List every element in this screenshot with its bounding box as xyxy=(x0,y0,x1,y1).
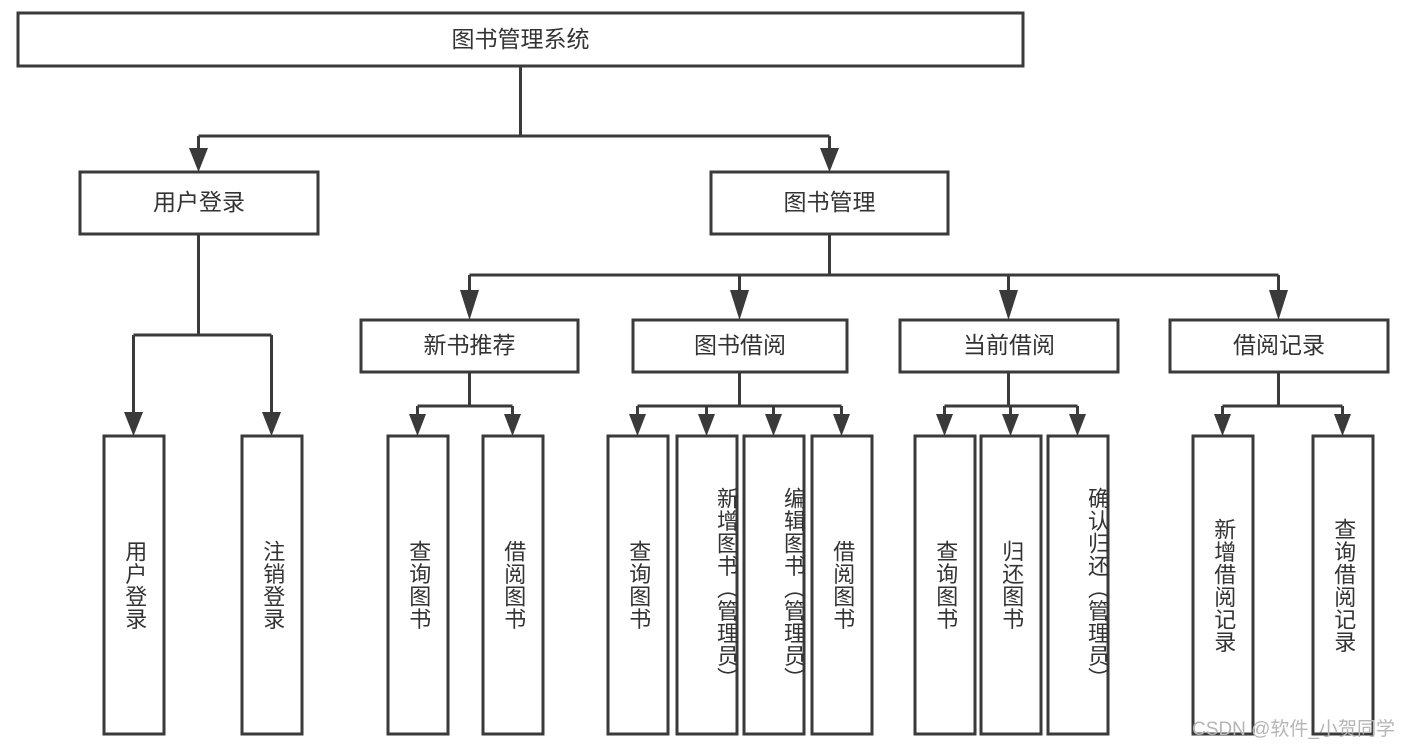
arrow-head-bb-leaf-1 xyxy=(629,414,646,436)
arrow-head-cb-leaf-2 xyxy=(1002,414,1019,436)
node-current-borrow-box[interactable] xyxy=(898,318,1120,374)
connector-group-borrow-record xyxy=(1214,372,1351,436)
arrow-head-nb-leaf-1 xyxy=(409,414,426,436)
node-leaf-nb-query-box[interactable] xyxy=(386,434,450,736)
node-user-login-box[interactable] xyxy=(78,170,320,236)
node-book-borrow-label: 图书借阅 xyxy=(694,332,786,358)
connector-group-book-borrow xyxy=(629,372,850,436)
arrow-head-new-book xyxy=(460,290,479,320)
arrow-head-book-management xyxy=(820,148,839,172)
arrow-head-book-borrow xyxy=(730,290,749,320)
node-leaf-cb-confirm-box[interactable] xyxy=(1046,434,1110,736)
node-leaf-nb-borrow-box[interactable] xyxy=(481,434,545,736)
arrow-head-br-leaf-2 xyxy=(1334,414,1351,436)
arrow-head-leaf-logout xyxy=(262,412,281,436)
arrow-head-user-login xyxy=(189,148,208,172)
node-leaf-bb-borrow-box[interactable] xyxy=(810,434,874,736)
node-leaf-bb-add-box[interactable] xyxy=(675,434,739,736)
node-root-label: 图书管理系统 xyxy=(452,26,590,52)
connector-group-current-borrow xyxy=(936,372,1086,436)
node-leaf-br-add-box[interactable] xyxy=(1191,434,1255,736)
arrow-head-borrow-record xyxy=(1269,290,1288,320)
node-new-book-label: 新书推荐 xyxy=(424,332,516,358)
arrow-head-br-leaf-1 xyxy=(1214,414,1231,436)
connector-group-book-management xyxy=(460,234,1288,320)
connector-group-user-login xyxy=(124,234,281,436)
arrow-head-current-borrow xyxy=(999,290,1018,320)
node-leaf-user-login-box[interactable] xyxy=(102,434,166,736)
node-book-borrow-box[interactable] xyxy=(631,318,849,374)
node-book-management-label: 图书管理 xyxy=(784,189,876,215)
arrow-head-leaf-user-login xyxy=(124,412,143,436)
node-borrow-record-box[interactable] xyxy=(1168,318,1390,374)
arrow-head-bb-leaf-3 xyxy=(765,414,782,436)
node-leaf-cb-query-box[interactable] xyxy=(913,434,977,736)
node-root-box[interactable] xyxy=(16,11,1025,68)
node-leaf-bb-query-box[interactable] xyxy=(606,434,670,736)
node-new-book-box[interactable] xyxy=(359,318,580,374)
node-leaf-bb-edit-box[interactable] xyxy=(742,434,806,736)
connector-group-root xyxy=(189,66,839,172)
arrow-head-cb-leaf-3 xyxy=(1069,414,1086,436)
node-borrow-record-label: 借阅记录 xyxy=(1233,332,1325,358)
arrow-head-bb-leaf-4 xyxy=(833,414,850,436)
watermark: CSDN @软件_小贺同学 xyxy=(1192,719,1395,740)
arrow-head-bb-leaf-2 xyxy=(698,414,715,436)
arrow-head-nb-leaf-2 xyxy=(504,414,521,436)
node-user-login-label: 用户登录 xyxy=(153,189,245,215)
arrow-head-cb-leaf-1 xyxy=(936,414,953,436)
node-leaf-logout-box[interactable] xyxy=(240,434,304,736)
connector-group-new-book xyxy=(409,372,521,436)
node-leaf-br-query-box[interactable] xyxy=(1311,434,1375,736)
node-leaf-cb-return-box[interactable] xyxy=(979,434,1043,736)
node-current-borrow-label: 当前借阅 xyxy=(963,332,1055,358)
node-book-management-box[interactable] xyxy=(709,170,950,236)
